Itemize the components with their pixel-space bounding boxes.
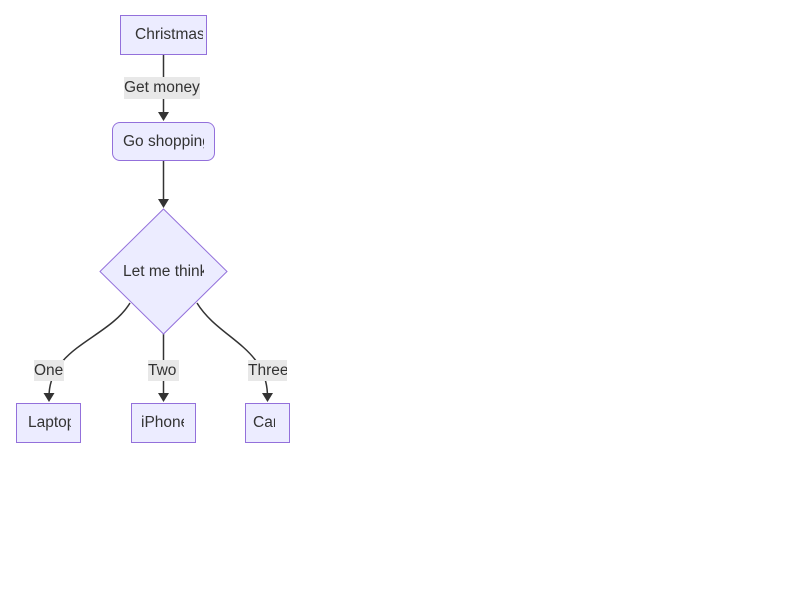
arrowhead-icon: [43, 393, 55, 402]
edge-label-two: Two: [148, 360, 179, 381]
arrowhead-icon: [262, 393, 273, 402]
edge-label-one: One: [34, 360, 64, 381]
node-laptop: Laptop: [16, 403, 81, 443]
edge-label-three: Three: [248, 360, 287, 381]
edge-think-to-laptop: [48, 302, 131, 398]
node-go-shopping: Go shopping: [112, 122, 215, 161]
node-car: Car: [245, 403, 290, 443]
arrowhead-icon: [158, 393, 169, 402]
node-let-me-think-shape: [99, 208, 228, 335]
node-iphone: iPhone: [131, 403, 196, 443]
arrowhead-icon: [158, 112, 169, 121]
node-label-laptop: Laptop: [28, 414, 71, 431]
node-label-car: Car: [253, 414, 275, 431]
node-label-let-me-think: Let me think: [123, 262, 204, 280]
node-label-christmas: Christmas: [135, 26, 203, 43]
edge-label-get-money: Get money: [124, 77, 200, 99]
arrowhead-icon: [158, 199, 169, 208]
node-label-iphone: iPhone: [141, 414, 184, 431]
node-label-go-shopping: Go shopping: [123, 132, 204, 150]
edge-think-to-car: [196, 302, 269, 398]
node-christmas: Christmas: [120, 15, 207, 55]
